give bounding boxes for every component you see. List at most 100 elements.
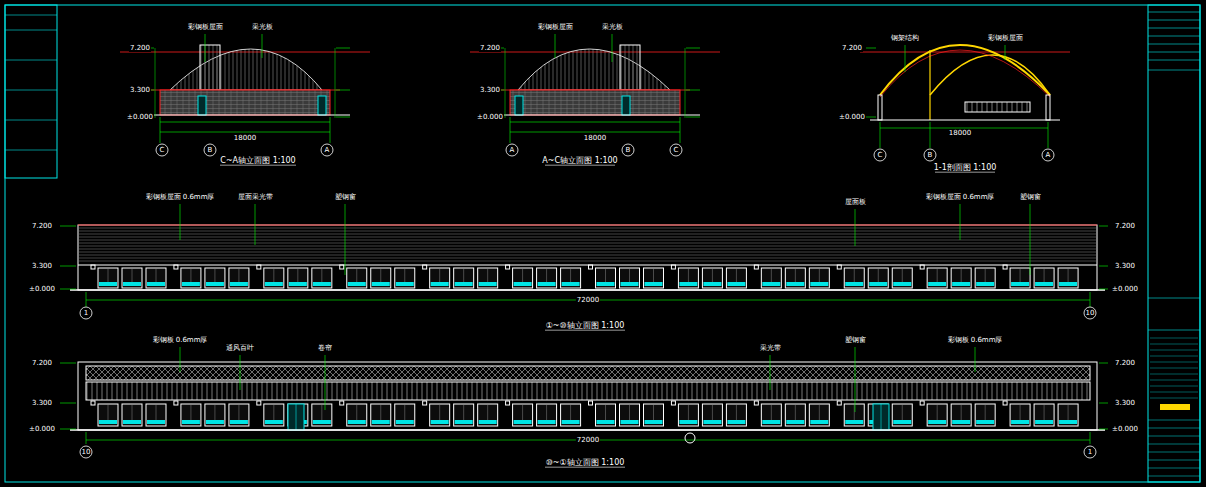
title-block-rule xyxy=(1148,44,1200,45)
leader-line xyxy=(255,204,256,245)
window xyxy=(702,268,722,288)
window-sill-glass xyxy=(230,282,248,286)
level-dimension xyxy=(685,48,686,118)
axis-circle xyxy=(80,307,92,319)
dimension-text: ±0.000 xyxy=(1111,425,1139,433)
roof-sheet xyxy=(880,50,1050,97)
axis-line xyxy=(680,117,681,143)
axis-number: 10 xyxy=(81,448,92,456)
title-block-rule xyxy=(1148,298,1200,299)
title-block-rule xyxy=(1148,444,1200,445)
window-mullion xyxy=(1068,404,1069,420)
window-sill-glass xyxy=(621,420,639,424)
level-tick xyxy=(1099,289,1108,290)
window-sill-glass xyxy=(1011,282,1029,286)
window xyxy=(809,404,829,426)
leader-line xyxy=(325,355,326,410)
window-mullion xyxy=(1044,404,1045,420)
title-block-rule xyxy=(5,15,57,16)
window-sill-glass xyxy=(645,282,663,286)
window xyxy=(395,404,415,426)
window-mullion xyxy=(688,404,689,420)
title-block-rule xyxy=(5,90,57,91)
level-tick xyxy=(1099,226,1108,227)
window-sill-glass xyxy=(431,282,449,286)
leader-line xyxy=(1030,204,1031,275)
vent-box xyxy=(340,401,344,405)
window xyxy=(478,268,498,288)
level-tick xyxy=(336,48,350,49)
window xyxy=(809,268,829,288)
window-sill-glass xyxy=(396,282,414,286)
steel-arch xyxy=(880,45,1050,95)
window-sill-glass xyxy=(206,420,224,424)
window xyxy=(927,268,947,288)
roof-sheet-rib xyxy=(79,261,1096,262)
roof-sheet-rib xyxy=(79,234,1096,235)
window xyxy=(454,404,474,426)
window-sill-glass xyxy=(514,420,532,424)
axis-number: 10 xyxy=(1085,309,1096,317)
window-mullion xyxy=(902,404,903,420)
window-sill-glass xyxy=(99,282,117,286)
level-tick xyxy=(336,117,350,118)
leader-line xyxy=(262,34,263,58)
dimension-text: ±0.000 xyxy=(28,285,56,293)
title-block-rule xyxy=(1148,468,1200,469)
window-mullion xyxy=(404,404,405,420)
ridge-line xyxy=(78,225,1097,226)
arched-roof xyxy=(518,49,670,90)
window-sill-glass xyxy=(727,282,745,286)
window-sill-glass xyxy=(538,420,556,424)
window-mullion xyxy=(795,268,796,282)
window-sill-glass xyxy=(313,420,331,424)
title-block-rule xyxy=(1150,356,1198,357)
window xyxy=(430,404,450,426)
axis-circle xyxy=(204,144,216,156)
building-outline xyxy=(78,225,1097,290)
window-sill-glass xyxy=(893,420,911,424)
leader-line xyxy=(205,34,206,62)
title-block-rule xyxy=(1148,420,1200,421)
callout-note: 钢架结构 xyxy=(890,34,920,42)
level-dimension xyxy=(335,48,336,118)
window-sill-glass xyxy=(976,282,994,286)
window xyxy=(513,404,533,426)
axis-circle xyxy=(874,149,886,161)
ground-line xyxy=(140,114,350,115)
callout-note: 彩钢板屋面 xyxy=(987,34,1024,42)
window-mullion xyxy=(132,268,133,282)
window-mullion xyxy=(937,404,938,420)
window-sill-glass xyxy=(597,282,615,286)
window-sill-glass xyxy=(621,282,639,286)
window xyxy=(596,268,616,288)
level-tick xyxy=(336,90,350,91)
axis-circle xyxy=(670,144,682,156)
vent-box xyxy=(589,265,593,269)
level-line xyxy=(860,52,1070,53)
title-block-rule xyxy=(1148,436,1200,437)
roof-sheet-rib xyxy=(79,237,1096,238)
window-sill-glass xyxy=(455,420,473,424)
window xyxy=(975,404,995,426)
window xyxy=(892,404,912,426)
window-sill-glass xyxy=(952,420,970,424)
window xyxy=(620,404,640,426)
vent-box xyxy=(754,401,758,405)
axis-number: C xyxy=(877,151,884,159)
window-mullion xyxy=(736,268,737,282)
drawing-title: A~C轴立面图 1:100 xyxy=(541,156,618,165)
axis-line xyxy=(330,117,331,143)
window xyxy=(596,404,616,426)
window xyxy=(229,404,249,426)
window-sill-glass xyxy=(538,282,556,286)
window xyxy=(395,268,415,288)
brick-wall xyxy=(510,90,680,115)
title-underline xyxy=(545,330,625,331)
vent-box xyxy=(174,265,178,269)
callout-note: 彩钢板屋面 0.6mm厚 xyxy=(925,193,996,201)
window xyxy=(98,268,118,288)
roof-monitor xyxy=(620,45,640,90)
callout-note: 卷帘 xyxy=(317,344,333,352)
leader-line xyxy=(975,347,976,372)
